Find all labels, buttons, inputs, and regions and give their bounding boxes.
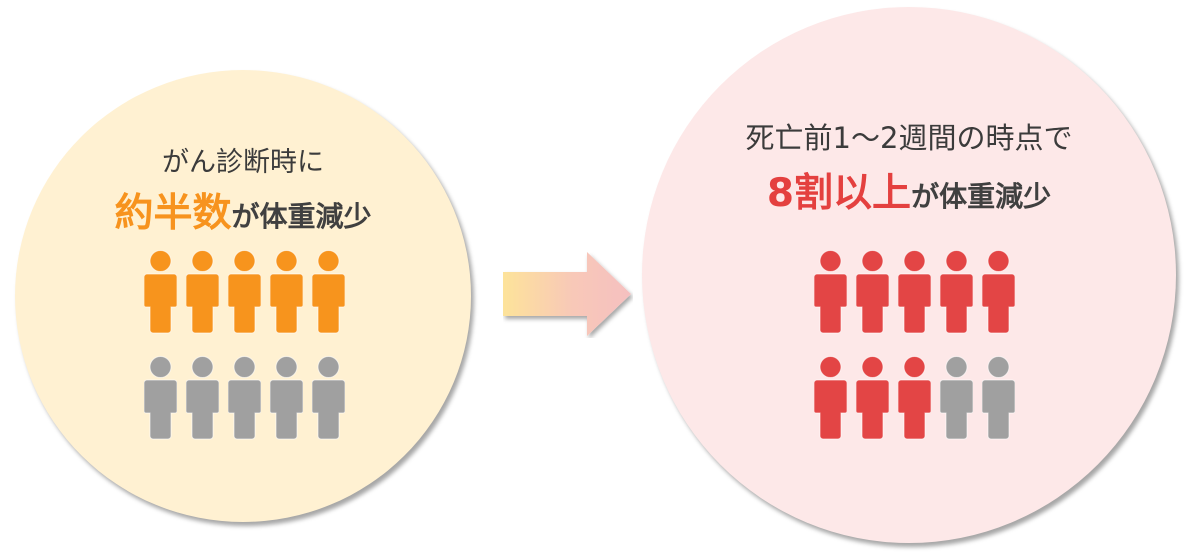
person-icon bbox=[814, 250, 847, 334]
person-icon bbox=[898, 356, 931, 440]
person-icon bbox=[856, 250, 889, 334]
diagnosis-circle: がん診断時に 約半数が体重減少 bbox=[15, 70, 471, 522]
person-icon bbox=[856, 356, 889, 440]
pre-death-highlight: 8割以上 bbox=[766, 171, 912, 216]
right-arrow-icon bbox=[503, 252, 631, 336]
person-icon bbox=[982, 250, 1015, 334]
diagnosis-highlight: 約半数 bbox=[114, 191, 232, 236]
person-icon bbox=[898, 250, 931, 334]
person-icon bbox=[186, 356, 219, 440]
pre-death-circle: 死亡前1～2週間の時点で 8割以上が体重減少 bbox=[642, 7, 1176, 543]
person-icon bbox=[186, 250, 219, 334]
person-icon bbox=[940, 356, 973, 440]
pre-death-caption: 死亡前1～2週間の時点で bbox=[745, 121, 1073, 155]
person-icon bbox=[144, 250, 177, 334]
person-icon bbox=[228, 356, 261, 440]
pre-death-headline-rest: が体重減少 bbox=[911, 180, 1052, 213]
diagnosis-headline-rest: が体重減少 bbox=[231, 200, 372, 233]
pre-death-people-grid bbox=[814, 250, 1015, 440]
person-icon bbox=[270, 250, 303, 334]
person-icon bbox=[312, 250, 345, 334]
diagnosis-headline: 約半数が体重減少 bbox=[15, 182, 471, 238]
pre-death-headline: 8割以上が体重減少 bbox=[642, 162, 1176, 218]
person-icon bbox=[270, 356, 303, 440]
person-icon bbox=[144, 356, 177, 440]
diagnosis-people-grid bbox=[144, 250, 345, 440]
person-icon bbox=[940, 250, 973, 334]
person-icon bbox=[312, 356, 345, 440]
diagnosis-caption: がん診断時に bbox=[162, 147, 324, 178]
person-icon bbox=[228, 250, 261, 334]
person-icon bbox=[982, 356, 1015, 440]
person-icon bbox=[814, 356, 847, 440]
